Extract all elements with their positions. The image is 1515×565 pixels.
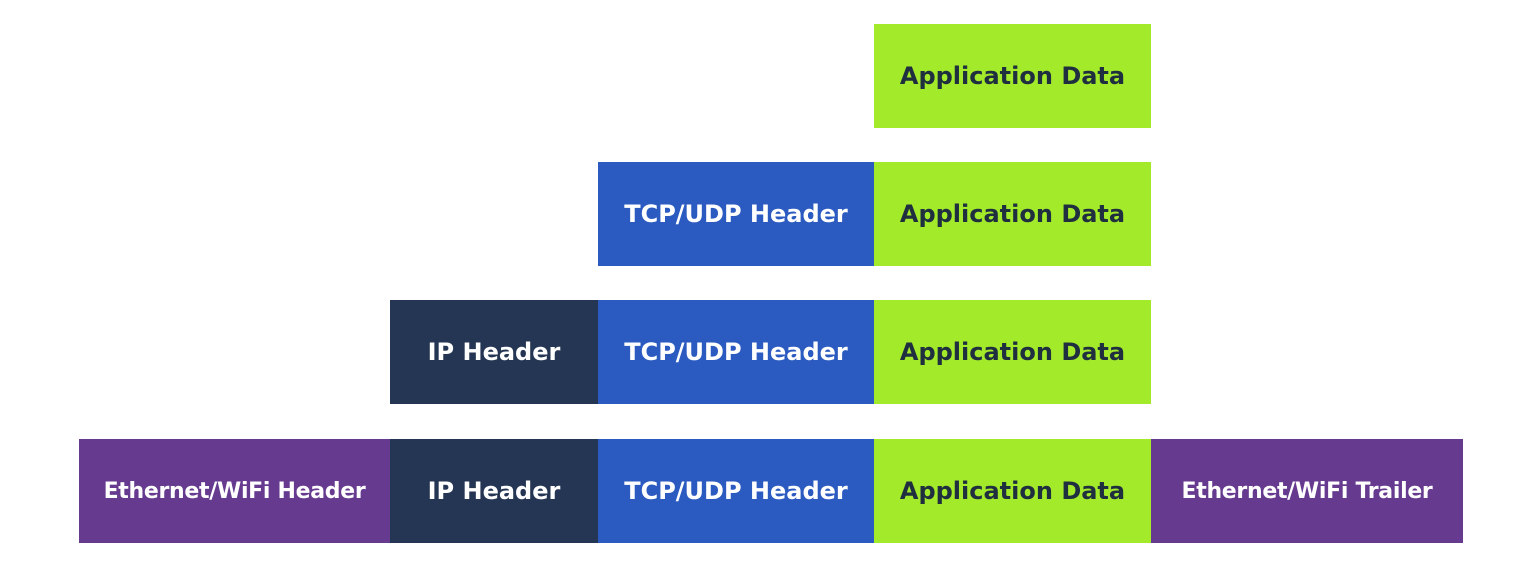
application-data-block: Application Data	[874, 24, 1151, 128]
application-data-block: Application Data	[874, 300, 1151, 404]
ip-header-block: IP Header	[390, 300, 598, 404]
tcp-udp-header-block: TCP/UDP Header	[598, 162, 874, 266]
application-data-block: Application Data	[874, 439, 1151, 543]
tcp-udp-header-block: TCP/UDP Header	[598, 300, 874, 404]
application-data-block: Application Data	[874, 162, 1151, 266]
ethernet-wifi-trailer-block: Ethernet/WiFi Trailer	[1151, 439, 1463, 543]
tcp-udp-header-block: TCP/UDP Header	[598, 439, 874, 543]
ethernet-wifi-header-block: Ethernet/WiFi Header	[79, 439, 390, 543]
ip-header-block: IP Header	[390, 439, 598, 543]
